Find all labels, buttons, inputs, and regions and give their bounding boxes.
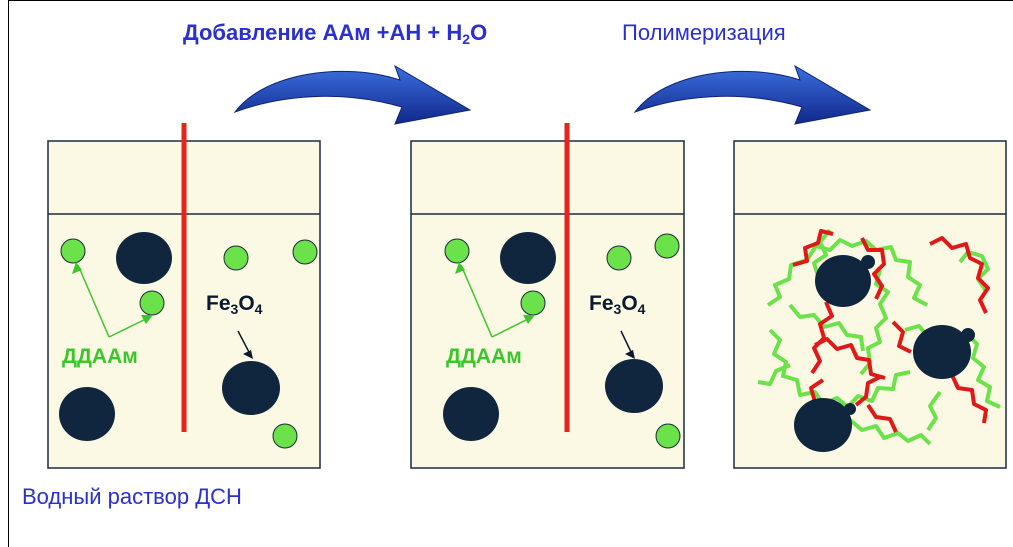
magnetite-particle [815,255,871,307]
ddaam-label: ДДААм [446,345,522,368]
curved-arrow-2 [633,64,872,125]
magnetite-bump [861,255,875,269]
pointer-arrowhead [243,350,253,359]
pointer-line [77,264,110,338]
micelle [292,239,318,265]
magnetite-particle [913,325,971,379]
pointer-arrowhead [523,315,535,324]
micelle [60,238,86,264]
magnetite-particle [116,232,172,284]
magnetite-particle [222,361,280,415]
micelle [520,290,546,316]
magnetite-particle [59,387,115,441]
micelle [139,290,165,316]
micelle [272,423,298,449]
pointer-line [237,330,251,355]
ddaam-label: ДДААм [62,345,138,368]
pointer-line [108,316,151,338]
pointer-line [620,330,633,355]
magnetite-particle [500,232,556,284]
vessel-1 [47,123,321,469]
micelle [654,233,680,259]
pointer-line [460,264,493,338]
curved-arrow-1 [233,64,472,125]
solution-caption: Водный раствор ДСН [14,474,410,526]
magnetite-bump [844,403,856,415]
pointer-arrowhead [625,350,635,359]
vessel-2 [410,123,685,469]
pointer-line [491,316,533,338]
polymer-network-red [792,229,990,433]
magnetite-particle [443,387,499,441]
magnetite-particle [794,398,852,452]
frame-top-line [8,0,1013,1]
magnetite-particle [605,359,663,413]
vessel-3 [733,140,1007,469]
micelle [223,245,249,271]
micelle [655,423,681,449]
micelle [606,245,632,271]
step-2-label: Полимеризация [622,20,786,45]
step-1-label: Добавление ААм +АН + Н2О [183,20,488,47]
micelle [444,238,470,264]
magnetite-bump [961,328,975,342]
pointer-arrowhead [72,262,82,274]
fe3o4-label: Fe3O4 [589,292,646,317]
pointer-arrowhead [455,262,465,274]
vessel-3-body [733,140,1007,469]
pointer-arrowhead [141,315,153,324]
fe3o4-label: Fe3O4 [206,292,263,317]
frame-left-line [8,0,9,547]
